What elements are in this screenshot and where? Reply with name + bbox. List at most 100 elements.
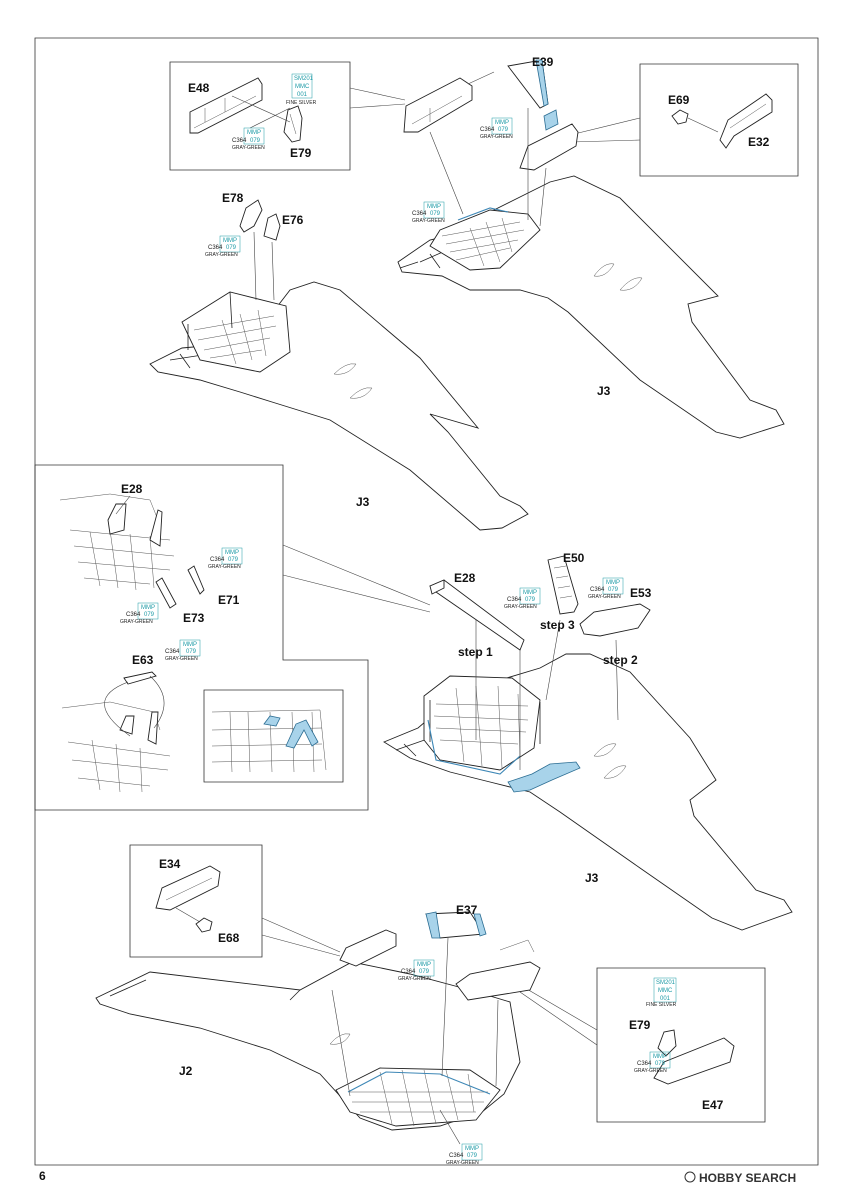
- part-e50: [547, 555, 579, 615]
- page-number: 6: [39, 1169, 46, 1183]
- inset-frame-bottom-left: [129, 844, 263, 958]
- svg-text:079: 079: [228, 557, 239, 563]
- paint-callout-gray-green-3: MMP C364 079 GRAY-GREEN: [412, 201, 445, 224]
- svg-text:MMP: MMP: [427, 204, 441, 210]
- svg-text:GRAY-GREEN: GRAY-GREEN: [398, 976, 431, 982]
- inset-frame-detail: [203, 689, 344, 783]
- part-e73: [155, 577, 177, 609]
- part-e37: [425, 911, 487, 939]
- part-e47: [653, 1037, 735, 1085]
- blue-floor-edge-middle: [427, 719, 521, 775]
- svg-text:079: 079: [430, 211, 441, 217]
- label-j3-top: J3: [597, 384, 611, 398]
- part-e28: [429, 579, 525, 651]
- label-j3-middle: J3: [585, 871, 599, 885]
- svg-text:C364: C364: [590, 587, 605, 593]
- part-j3-top-right: [397, 175, 785, 439]
- paint-callout-gray-green-11: MMP C364 079 GRAY-GREEN: [634, 1051, 671, 1074]
- svg-text:079: 079: [498, 127, 509, 133]
- label-e79-top: E79: [290, 146, 312, 160]
- svg-text:GRAY-GREEN: GRAY-GREEN: [205, 252, 238, 258]
- svg-text:C364: C364: [210, 557, 225, 563]
- subpart-bottom-panel-left: [339, 929, 397, 967]
- svg-text:C364: C364: [126, 612, 141, 618]
- label-j3-left: J3: [356, 495, 370, 509]
- watermark-logo-icon: [684, 1171, 696, 1183]
- label-j2: J2: [179, 1064, 193, 1078]
- guide-lines-middle: [475, 619, 619, 770]
- cockpit-detail-lower: [61, 701, 171, 793]
- svg-text:MMP: MMP: [183, 642, 197, 648]
- svg-text:MMC: MMC: [295, 84, 310, 90]
- paint-callout-gray-green-12: MMP C364 079 GRAY-GREEN: [446, 1143, 483, 1166]
- svg-text:079: 079: [226, 245, 237, 251]
- svg-text:FINE SILVER: FINE SILVER: [646, 1002, 677, 1008]
- leader-e79-a: [231, 95, 291, 129]
- svg-text:GRAY-GREEN: GRAY-GREEN: [504, 604, 537, 610]
- label-e71: E71: [218, 593, 240, 607]
- svg-text:079: 079: [525, 597, 536, 603]
- label-e50: E50: [563, 551, 585, 565]
- part-e63: [123, 671, 157, 685]
- cockpit-floor-middle: [423, 675, 541, 771]
- svg-text:C364: C364: [412, 211, 427, 217]
- label-e47: E47: [702, 1098, 724, 1112]
- paint-callout-gray-green-10: MMP C364 079 GRAY-GREEN: [398, 959, 435, 982]
- svg-text:SM201: SM201: [656, 980, 676, 986]
- part-e76: [263, 213, 281, 241]
- part-e69: [671, 109, 689, 125]
- svg-text:001: 001: [297, 92, 308, 98]
- watermark: HOBBY SEARCH: [684, 1171, 796, 1185]
- label-step-2: step 2: [603, 653, 638, 667]
- label-e32: E32: [748, 135, 770, 149]
- svg-text:GRAY-GREEN: GRAY-GREEN: [208, 564, 241, 570]
- paint-callout-fine-silver-top: SM201 MMC 001 FINE SILVER: [286, 73, 317, 106]
- j3-slots-top-left: [333, 363, 373, 399]
- label-step-1: step 1: [458, 645, 493, 659]
- svg-text:MMP: MMP: [465, 1146, 479, 1152]
- cockpit-frame-top-left: [181, 291, 291, 373]
- label-e37: E37: [456, 903, 478, 917]
- leader-e28-a: [115, 495, 131, 515]
- svg-text:001: 001: [660, 996, 671, 1002]
- svg-text:C364: C364: [165, 649, 180, 655]
- paint-callout-gray-green-1: MMP C364 079 GRAY-GREEN: [232, 127, 265, 151]
- leader-e68: [175, 907, 201, 923]
- svg-text:MMP: MMP: [247, 130, 261, 136]
- svg-text:079: 079: [419, 969, 430, 975]
- part-e79-b: [657, 1029, 677, 1057]
- svg-text:MMP: MMP: [417, 962, 431, 968]
- leader-e69: [687, 117, 719, 133]
- inset-leader-middle: [282, 544, 431, 613]
- inset-leader-top-right: [569, 117, 641, 143]
- part-e79: [283, 105, 303, 143]
- svg-text:MMP: MMP: [495, 120, 509, 126]
- label-step-3: step 3: [540, 618, 575, 632]
- paint-callout-gray-green-7: MMP C364 079 GRAY-GREEN: [165, 639, 201, 662]
- j3-slots-middle: [593, 743, 627, 779]
- inset-leader-bottom-right: [519, 984, 598, 1046]
- svg-text:MMP: MMP: [225, 550, 239, 556]
- svg-text:079: 079: [655, 1061, 666, 1067]
- inset-frame-top-left: [169, 61, 351, 171]
- svg-text:079: 079: [608, 587, 619, 593]
- detail-view-blue-strap: [211, 709, 327, 773]
- svg-text:MMP: MMP: [653, 1054, 667, 1060]
- part-e78: [239, 199, 263, 233]
- svg-text:C364: C364: [507, 597, 522, 603]
- guide-lines-top-left: [253, 231, 275, 301]
- svg-text:GRAY-GREEN: GRAY-GREEN: [412, 218, 445, 224]
- svg-text:079: 079: [250, 138, 261, 144]
- svg-text:079: 079: [144, 612, 155, 618]
- part-e48: [189, 77, 263, 134]
- svg-text:C364: C364: [480, 127, 495, 133]
- blue-floor-strap-middle: [507, 761, 581, 793]
- label-e69: E69: [668, 93, 690, 107]
- watermark-text: HOBBY SEARCH: [699, 1171, 796, 1185]
- part-e39-edge: [535, 59, 549, 107]
- leader-paint-bottom: [439, 1109, 461, 1145]
- svg-text:GRAY-GREEN: GRAY-GREEN: [120, 619, 153, 625]
- part-e32: [719, 93, 773, 149]
- label-e28: E28: [454, 571, 476, 585]
